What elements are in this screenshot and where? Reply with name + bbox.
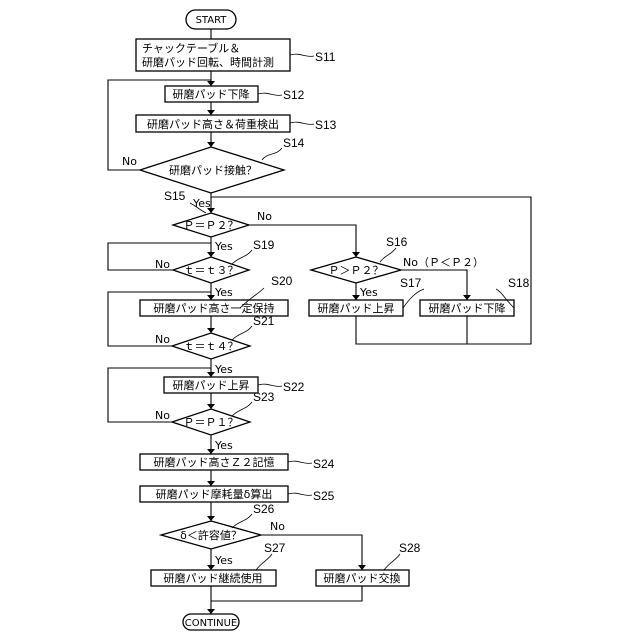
s19-yes-label: Yes: [214, 286, 233, 299]
decision-s14: 研磨パッド接触？: [140, 147, 284, 193]
s15-no-label: No: [257, 210, 272, 223]
step-s23: S23: [253, 390, 275, 404]
s26-no-label: No: [270, 520, 285, 533]
box-s24: 研磨パッド高さＺ２記憶: [140, 454, 288, 470]
decision-s19: ｔ＝ｔ３？: [173, 257, 249, 283]
step-s11: S11: [315, 50, 336, 64]
decision-s16-label: Ｐ＞Ｐ２？: [329, 264, 384, 277]
box-s17: 研磨パッド上昇: [309, 300, 403, 316]
step-s14: S14: [283, 136, 305, 150]
s16-yes-label: Yes: [359, 286, 378, 299]
box-s13: 研磨パッド高さ＆荷重検出: [136, 115, 290, 132]
decision-s23: Ｐ＝Ｐ１？: [172, 409, 250, 435]
box-s11-line2: 研磨パッド回転、時間計測: [142, 55, 274, 69]
box-s28-label: 研磨パッド交換: [324, 571, 401, 585]
step-s18: S18: [508, 276, 530, 290]
s23-yes-label: Yes: [214, 439, 233, 452]
continue-terminal: CONTINUE: [183, 614, 239, 630]
box-s27-label: 研磨パッド継続使用: [164, 571, 263, 585]
s14-yes-label: Yes: [192, 197, 211, 210]
step-s26: S26: [253, 502, 275, 516]
box-s25-label: 研磨パッド摩耗量δ算出: [156, 487, 273, 501]
start-terminal: START: [186, 10, 236, 29]
box-s13-label: 研磨パッド高さ＆荷重検出: [147, 117, 279, 131]
step-s21: S21: [253, 314, 275, 328]
box-s27: 研磨パッド継続使用: [151, 570, 276, 586]
step-s17: S17: [400, 276, 422, 290]
decision-s15: Ｐ＝Ｐ２？: [173, 213, 249, 237]
step-s16: S16: [386, 235, 408, 249]
start-label: START: [196, 15, 228, 26]
s16-no-label: No（Ｐ＜Ｐ２）: [403, 256, 484, 269]
branch-labels: No Yes No Yes No Yes No Yes No Yes No（Ｐ＜…: [122, 155, 484, 567]
box-s11-line1: チャックテーブル＆: [142, 41, 240, 55]
box-s11: チャックテーブル＆ 研磨パッド回転、時間計測: [136, 39, 290, 71]
step-s19: S19: [253, 238, 275, 252]
box-s17-label: 研磨パッド上昇: [318, 302, 395, 315]
decision-s14-label: 研磨パッド接触？: [169, 163, 257, 177]
step-s13: S13: [315, 118, 337, 132]
box-s28: 研磨パッド交換: [316, 570, 409, 586]
box-s18-label: 研磨パッド下降: [429, 301, 506, 315]
box-s18: 研磨パッド下降: [420, 300, 514, 316]
s14-no-label: No: [122, 155, 137, 168]
box-s12: 研磨パッド下降: [165, 86, 258, 102]
s15-yes-label: Yes: [214, 240, 233, 253]
step-s24: S24: [313, 457, 335, 471]
box-s12-label: 研磨パッド下降: [173, 87, 250, 101]
decision-s15-label: Ｐ＝Ｐ２？: [184, 219, 239, 232]
box-s22-label: 研磨パッド上昇: [173, 379, 250, 392]
step-s12: S12: [283, 88, 305, 102]
decision-s26-label: δ＜許容値？: [180, 528, 242, 542]
step-s20: S20: [271, 274, 293, 288]
decision-s26: δ＜許容値？: [161, 521, 261, 549]
step-s27: S27: [264, 541, 286, 555]
s21-yes-label: Yes: [214, 363, 233, 376]
step-s25: S25: [313, 489, 335, 503]
s21-no-label: No: [155, 333, 170, 346]
step-s28: S28: [399, 541, 421, 555]
s26-yes-label: Yes: [214, 554, 233, 567]
box-s20-label: 研磨パッド高さ一定保持: [154, 301, 275, 315]
box-s25: 研磨パッド摩耗量δ算出: [140, 486, 288, 502]
box-s24-label: 研磨パッド高さＺ２記憶: [154, 455, 275, 469]
box-s22: 研磨パッド上昇: [164, 377, 258, 393]
step-s15: S15: [164, 189, 186, 203]
decision-s21-label: ｔ＝ｔ４？: [184, 340, 239, 353]
s23-no-label: No: [155, 409, 170, 422]
s19-no-label: No: [155, 258, 170, 271]
decision-s21: ｔ＝ｔ４？: [172, 333, 250, 359]
decision-s19-label: ｔ＝ｔ３？: [184, 264, 239, 277]
step-s22: S22: [283, 380, 305, 394]
decision-s23-label: Ｐ＝Ｐ１？: [184, 416, 239, 429]
decision-s16: Ｐ＞Ｐ２？: [311, 257, 401, 283]
continue-label: CONTINUE: [185, 618, 238, 629]
